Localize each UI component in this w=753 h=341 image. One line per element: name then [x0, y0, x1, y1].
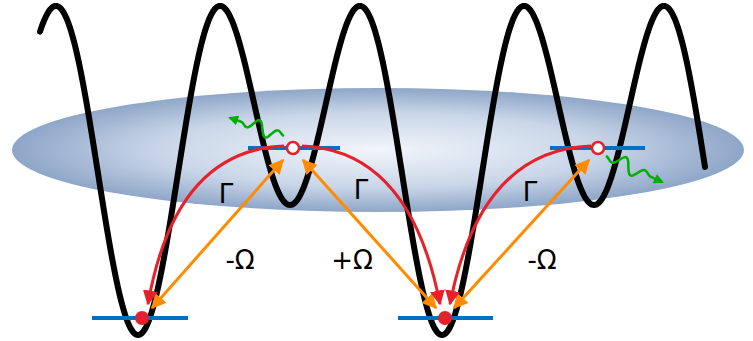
atom-cloud: [12, 88, 744, 212]
coupling-arrows: [152, 160, 589, 308]
decay-arrows: [148, 146, 591, 304]
rabi-frequency-label: -Ω: [225, 247, 254, 273]
photon: [230, 118, 284, 138]
ground-atom: [135, 311, 149, 325]
decay-rate-label: Γ: [523, 179, 538, 205]
lattice-potential: [40, 6, 705, 335]
decay-arrow: [450, 146, 591, 304]
excited-atom: [592, 142, 604, 154]
decay-rate-label: Γ: [354, 177, 369, 203]
rabi-frequency-label: -Ω: [527, 247, 556, 273]
photons: [230, 118, 662, 182]
energy-levels: [92, 148, 645, 318]
atoms: [135, 142, 604, 325]
coupling-arrow: [454, 160, 589, 308]
coupling-arrow: [303, 160, 436, 308]
excited-atom: [287, 142, 299, 154]
ground-atom: [438, 311, 452, 325]
coupling-arrow: [152, 160, 283, 308]
rabi-frequency-label: +Ω: [331, 247, 373, 273]
decay-arrow: [148, 146, 284, 304]
decay-rate-label: Γ: [219, 181, 234, 207]
photon: [606, 156, 662, 182]
decay-arrow: [302, 146, 440, 304]
